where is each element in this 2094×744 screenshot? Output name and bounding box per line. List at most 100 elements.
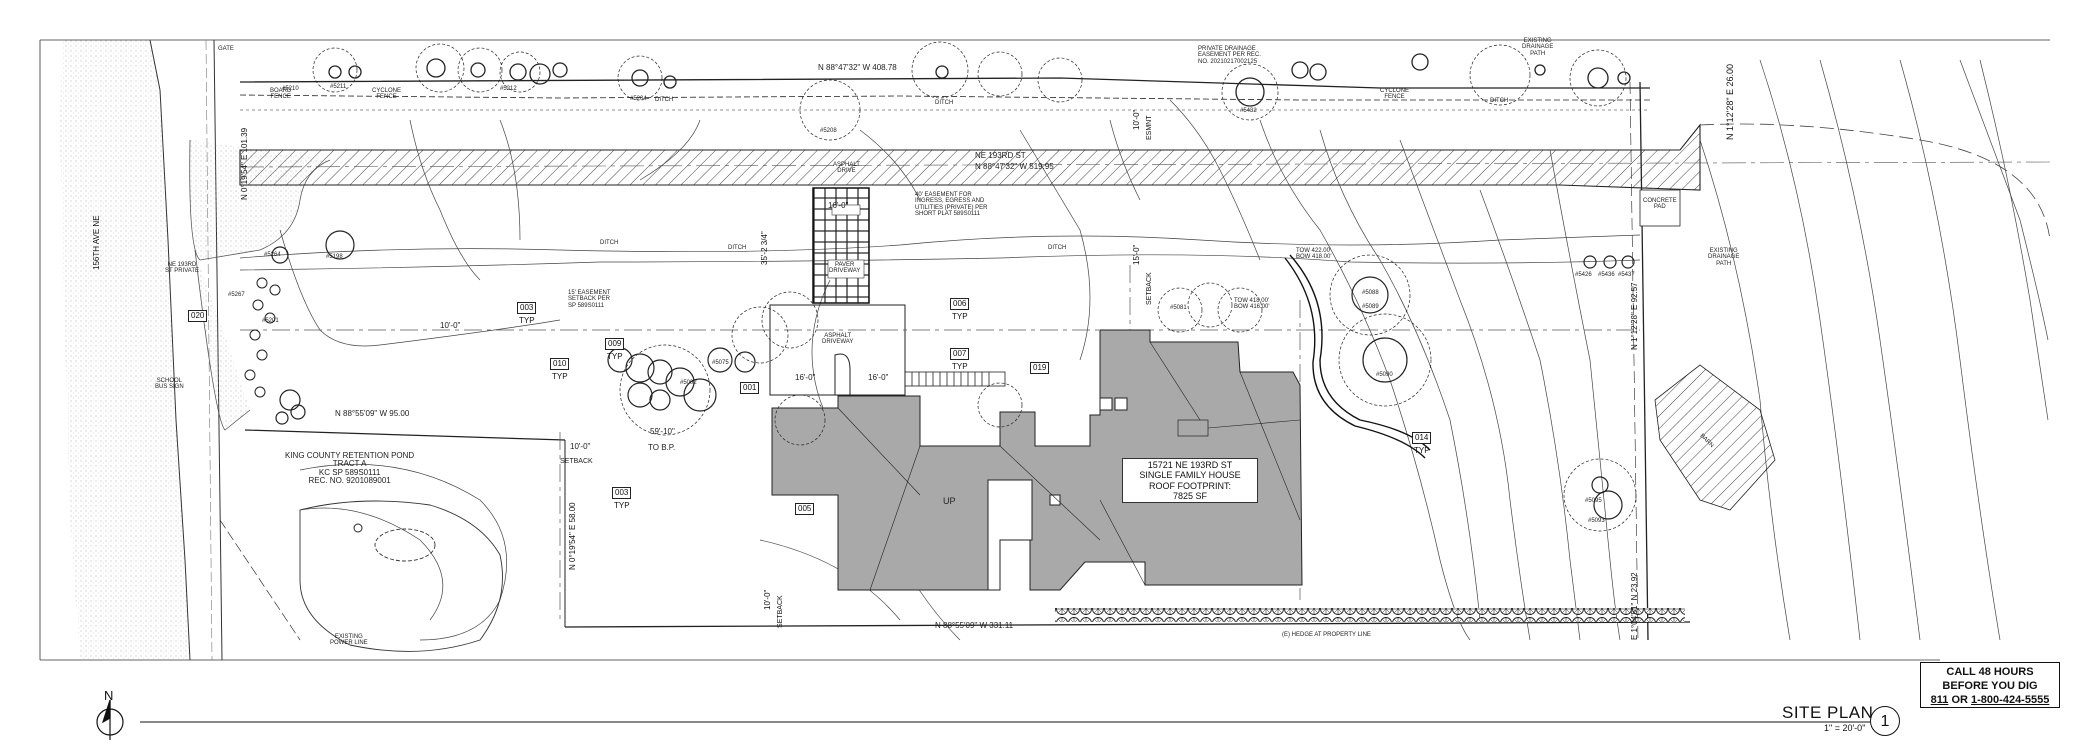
ditch-label-2: DITCH	[935, 100, 954, 106]
retention-pond-label: KING COUNTY RETENTION POND TRACT A KC SP…	[285, 451, 415, 486]
tree-id: #5204	[630, 96, 647, 102]
setback-label-west: SETBACK	[560, 458, 593, 465]
south-property-line	[244, 429, 1691, 628]
setback-label-south: SETBACK	[777, 595, 784, 628]
dim-16-c: 16'-0"	[868, 373, 889, 382]
dim-35: 35'-2 3/4"	[760, 231, 769, 265]
cyclone-fence2-label: CYCLONE FENCE	[1380, 88, 1410, 101]
paver-driveway-label: PAVER DRIVEWAY	[829, 262, 861, 275]
typ-006: TYP	[952, 312, 968, 321]
tree-id: #5432	[1240, 108, 1257, 114]
tree-id: #5208	[820, 128, 837, 134]
ditch-label-5: DITCH	[728, 245, 747, 251]
asphalt-driveway-label: ASPHALT DRIVEWAY	[822, 333, 854, 346]
asphalt-driveway	[769, 304, 906, 396]
power-line-label: EXISTING POWER LINE	[330, 634, 368, 647]
typ-003-a: TYP	[519, 316, 535, 325]
tag-020: 020	[188, 310, 208, 322]
front-steps	[904, 371, 1006, 387]
west-ne-bearing: N 0°19'54" E 101.39	[240, 127, 249, 200]
sheet-number-bubble: 1	[1870, 706, 1900, 736]
power-line	[219, 519, 301, 641]
tag-019: 019	[1030, 362, 1050, 374]
north-arrow	[96, 699, 1870, 740]
drainage-path-right: EXISTING DRAINAGE PATH	[1708, 248, 1740, 267]
call-or: OR	[1948, 693, 1972, 706]
setback-label-east: SETBACK	[1146, 272, 1153, 305]
south-line-bearing: N 88°55'09" W 331.11	[935, 621, 1014, 630]
ave-156-label: 156TH AVE NE	[92, 215, 101, 270]
dim-59: 59'-10"	[650, 427, 675, 436]
east-low-bearing: E 1°04'51" N 23.92	[1630, 572, 1639, 640]
drawing-title: SITE PLAN	[1782, 703, 1874, 722]
dim-15: 15'-0"	[1132, 244, 1141, 265]
house-type: SINGLE FAMILY HOUSE	[1139, 470, 1241, 481]
tree-id: #5002	[680, 380, 697, 386]
north-label: N	[104, 688, 114, 703]
tree-id: #5212	[500, 86, 517, 92]
school-bus-label: SCHOOL BUS SIGN	[155, 378, 184, 391]
tree-id: #5081	[1170, 305, 1187, 311]
tree-id: #5210	[282, 86, 299, 92]
hedge-label: (E) HEDGE AT PROPERTY LINE	[1282, 632, 1371, 638]
house-roof-footprint	[771, 329, 1303, 591]
tag-003-b: 003	[612, 487, 632, 499]
tree-id: #5201	[262, 318, 279, 324]
tree-id: #5426	[1575, 272, 1592, 278]
typ-014: TYP	[1414, 446, 1430, 455]
typ-007: TYP	[952, 362, 968, 371]
call-line-2: BEFORE YOU DIG	[1942, 679, 2038, 692]
house-label: 15721 NE 193RD ST SINGLE FAMILY HOUSE RO…	[1122, 458, 1258, 504]
call-phone: 1-800-424-5555	[1971, 693, 2050, 706]
street-bearing: N 88°47'32" W 519.95	[975, 162, 1054, 171]
call-before-dig-box: CALL 48 HOURS BEFORE YOU DIG 811 OR 1-80…	[1920, 662, 2060, 708]
ne-193-road	[239, 123, 2051, 241]
concrete-pad	[1639, 189, 1681, 227]
dim-16-a: 16'-0"	[828, 201, 849, 210]
typ-003-b: TYP	[614, 501, 630, 510]
house-footprint-label: ROOF FOOTPRINT:	[1149, 480, 1231, 491]
tag-003-a: 003	[517, 302, 537, 314]
dim-10-c: 10'-0"	[763, 589, 772, 610]
east-top-bearing: N 1°12'28" E 26.00	[1725, 63, 1735, 140]
ne-193-private-label: NE 193RD ST PRIVATE	[165, 262, 200, 275]
north-property-line	[239, 77, 1650, 641]
tree-id: #5095	[1585, 498, 1602, 504]
tow-label-2: TOW 418.00' BOW 416.00'	[1234, 298, 1270, 311]
gate-label: GATE	[218, 46, 234, 52]
hedge-row	[1055, 608, 1685, 622]
ditch-label-1: DITCH	[655, 97, 674, 103]
contour-lines	[239, 59, 2049, 641]
tag-009: 009	[605, 338, 625, 350]
tree-id: #5437	[1618, 272, 1635, 278]
tag-010: 010	[550, 358, 570, 370]
retention-pond	[299, 500, 503, 652]
easement-note: 40' EASEMENT FOR INGRESS, EGRESS AND UTI…	[915, 192, 988, 217]
dim-10-d: 10'-0"	[1132, 109, 1141, 130]
private-drainage-label: PRIVATE DRAINAGE EASEMENT PER REC. NO. 2…	[1198, 46, 1261, 65]
west-lower-bearing: N 0°19'54" E 58.00	[568, 502, 577, 570]
tow-label-1: TOW 422.00' BOW 418.00'	[1296, 248, 1332, 261]
call-811: 811	[1930, 693, 1949, 706]
tree-id: #5264	[264, 252, 281, 258]
drainage-path-top: EXISTING DRAINAGE PATH	[1522, 38, 1554, 57]
tag-005: 005	[795, 503, 815, 515]
tag-014: 014	[1412, 432, 1432, 444]
street-name: NE 193RD ST	[975, 151, 1026, 160]
tag-007: 007	[950, 348, 970, 360]
tree-id: #5211	[330, 84, 347, 90]
asphalt-drive-label: ASPHALT DRIVE	[833, 162, 860, 175]
to-bp-label: TO B.P.	[648, 443, 676, 452]
barn	[1654, 364, 1776, 511]
drawing-frame	[39, 39, 2050, 661]
tree-id: #5267	[228, 292, 245, 298]
board-fence-label: BOARD FENCE	[270, 88, 292, 101]
ditch-label-6: DITCH	[1048, 245, 1067, 251]
tag-006: 006	[950, 298, 970, 310]
west-short-bearing: N 88°55'09" W 95.00	[335, 409, 410, 418]
paver-driveway	[812, 187, 870, 304]
north-line-bearing: N 88°47'32" W 408.78	[818, 63, 897, 72]
call-line-3: 811 OR 1-800-424-5555	[1921, 694, 2059, 708]
dim-16-b: 16'-0"	[795, 373, 816, 382]
